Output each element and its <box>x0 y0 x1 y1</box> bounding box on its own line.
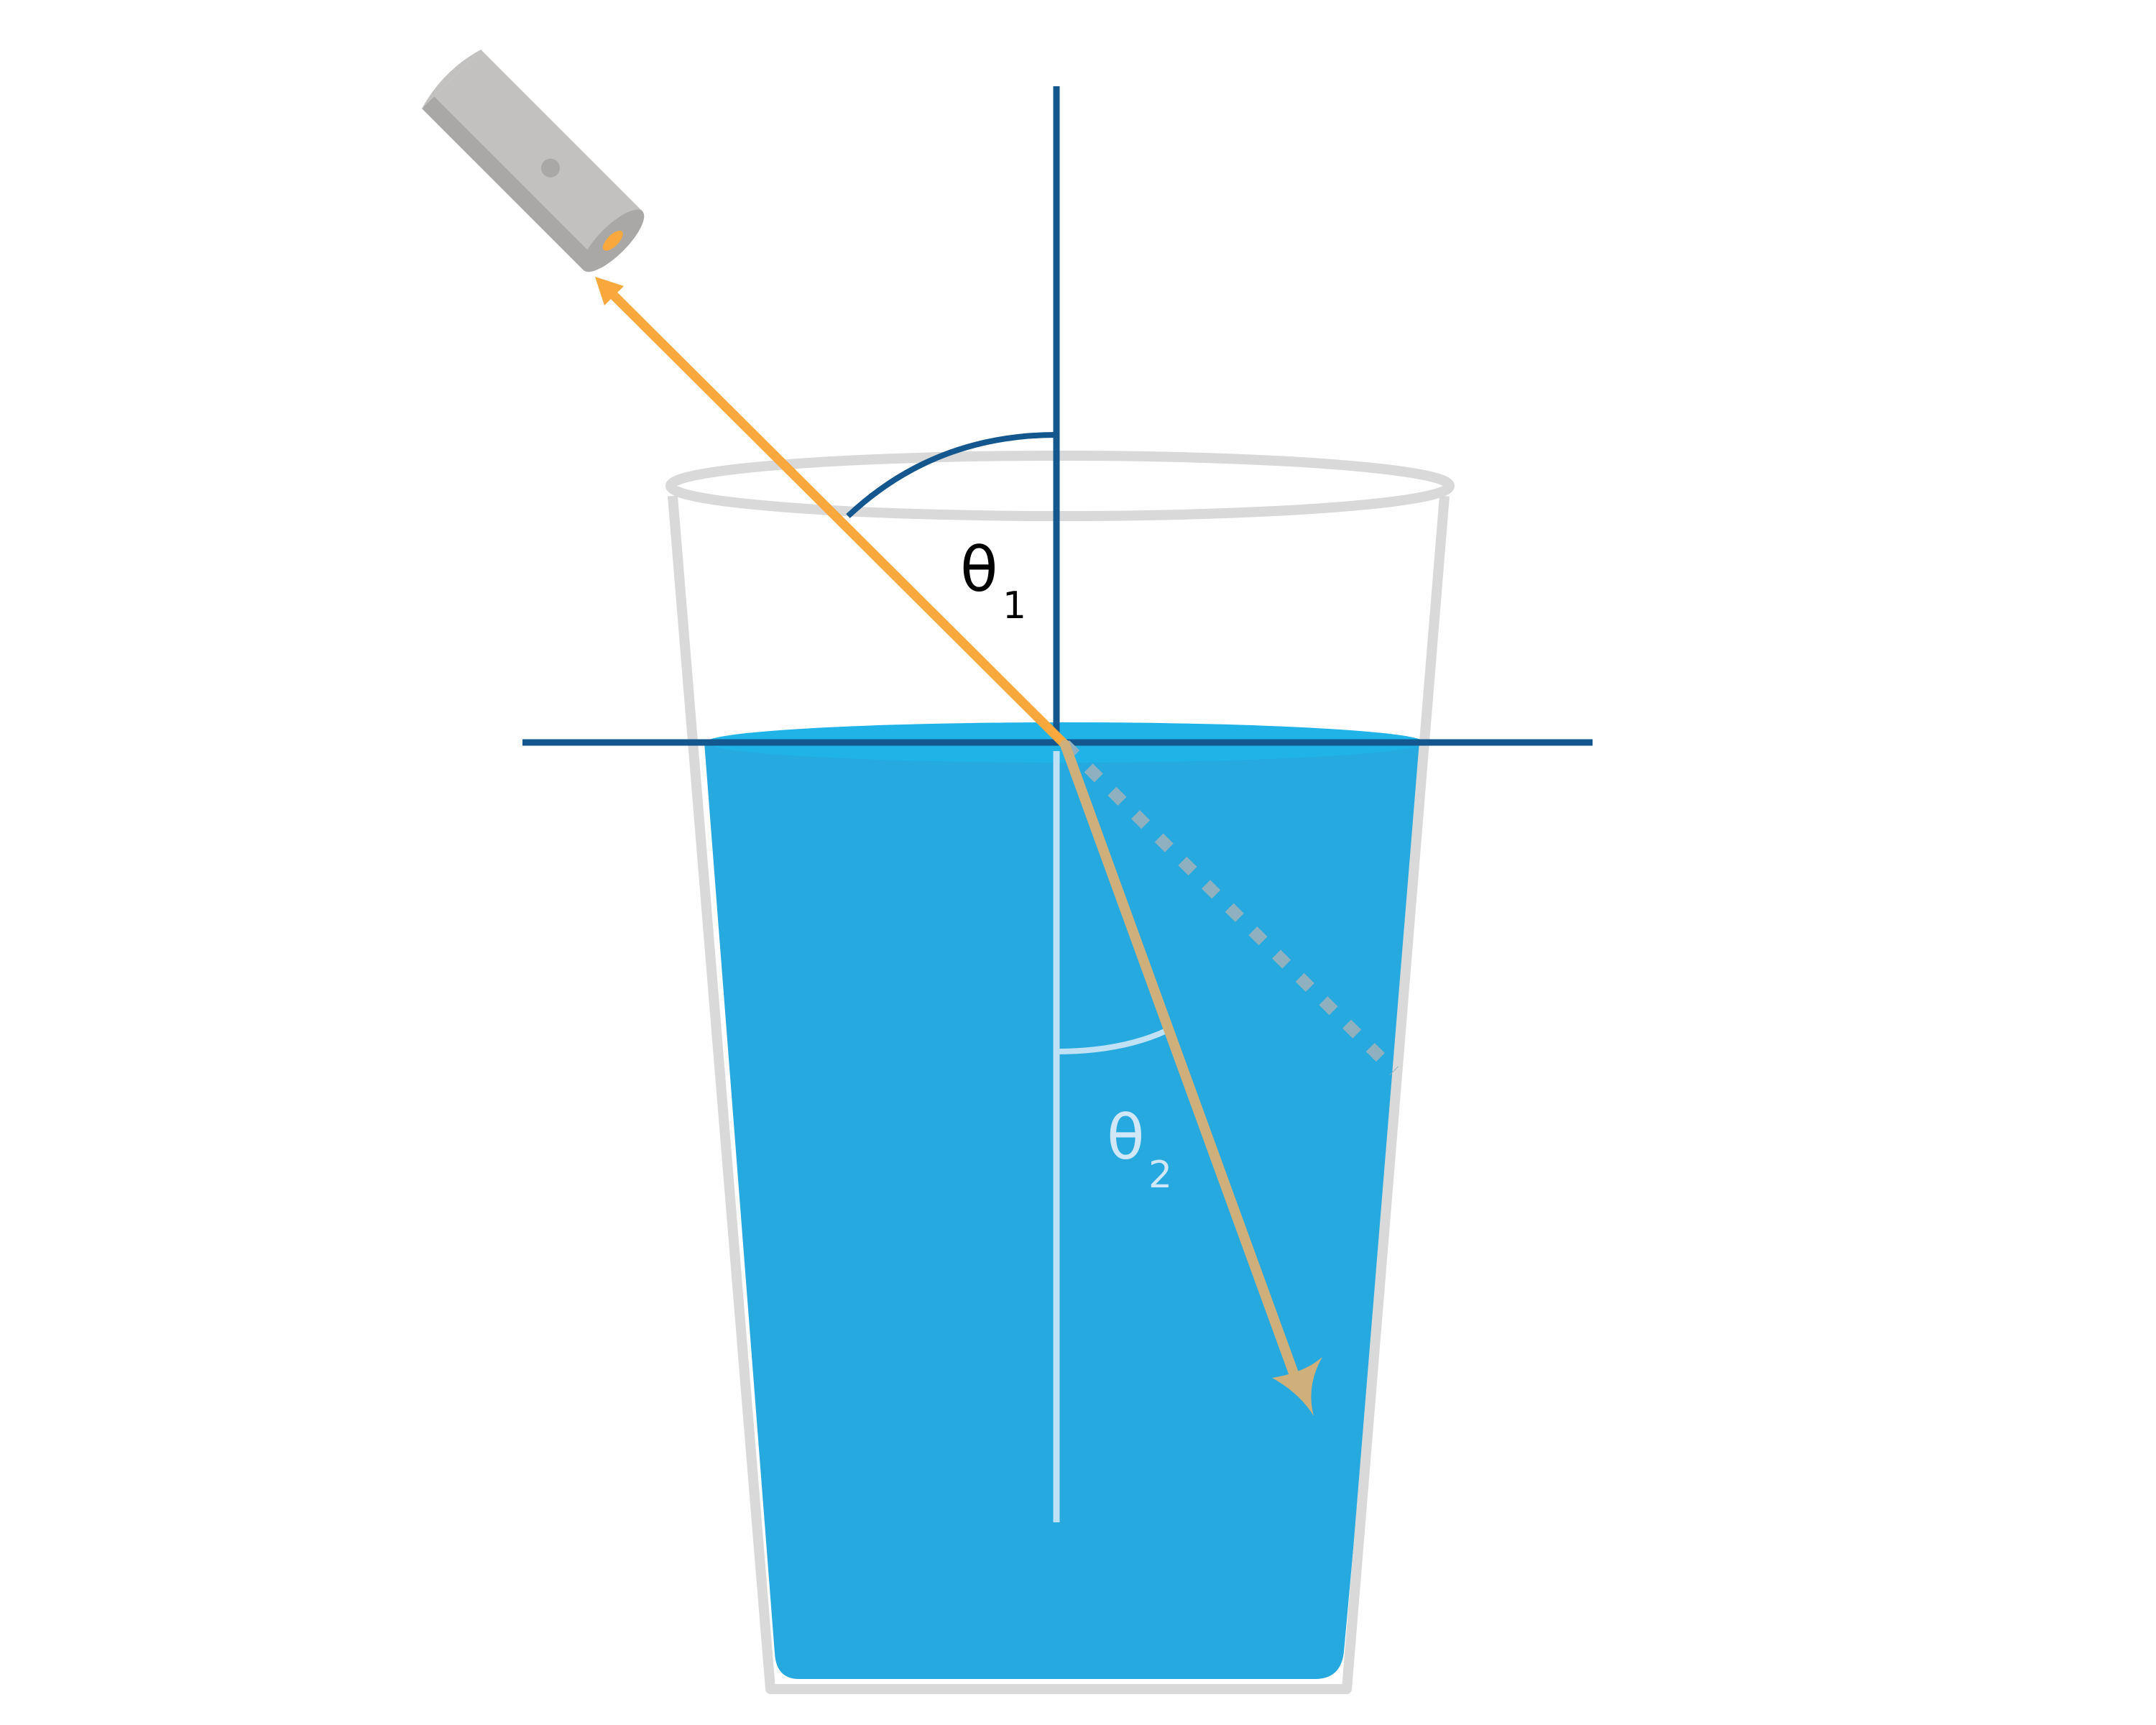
laser-pointer-icon <box>422 50 645 272</box>
glass-walls <box>668 495 1450 1694</box>
refracted-ray <box>1060 740 1322 1416</box>
incident-ray <box>595 277 1070 750</box>
unrefracted-path <box>1061 740 1399 1076</box>
theta1-label: θ 1 <box>960 534 1026 627</box>
refracted-ray-arrowhead <box>1272 1357 1322 1416</box>
angle-arc-theta1 <box>846 432 1057 518</box>
angle-arc-theta2 <box>1056 1028 1168 1054</box>
glass-of-water-icon <box>665 451 1455 1694</box>
glass-rim <box>665 451 1455 521</box>
water-body <box>704 742 1427 1679</box>
incident-ray-arrowhead <box>595 277 624 305</box>
theta2-label: θ 2 <box>1107 1102 1172 1197</box>
